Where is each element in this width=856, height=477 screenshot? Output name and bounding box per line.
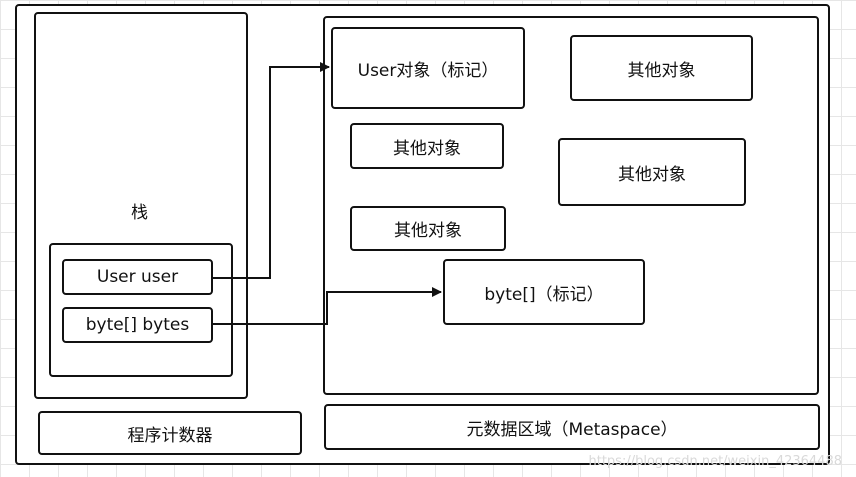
heap-other-object-2: 其他对象 — [350, 123, 504, 169]
stack-title: 栈 — [131, 203, 148, 223]
stack-var-bytes: byte[] bytes — [62, 307, 213, 343]
program-counter: 程序计数器 — [38, 411, 302, 455]
stack-var-user: User user — [62, 259, 213, 295]
heap-user-object-marked: User对象（标记） — [331, 27, 525, 109]
heap-other-object-3: 其他对象 — [558, 138, 746, 206]
heap-other-object-4: 其他对象 — [350, 206, 506, 251]
heap-other-object-1: 其他对象 — [570, 35, 753, 101]
watermark: https://blog.csdn.net/weixin_42364488 — [588, 454, 842, 469]
heap-byte-array-marked: byte[]（标记） — [443, 259, 645, 325]
metaspace-area: 元数据区域（Metaspace） — [324, 404, 820, 450]
